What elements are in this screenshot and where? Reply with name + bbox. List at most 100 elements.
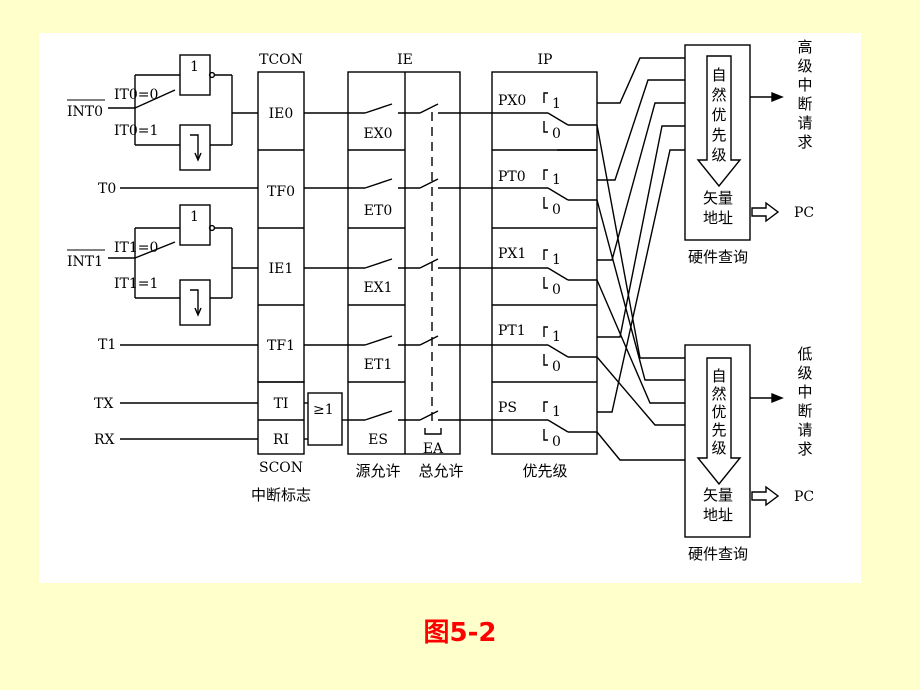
ip-pt1: PT1	[498, 323, 526, 339]
ip-px1: PX1	[498, 246, 526, 262]
falling-edge-arrow-icon	[194, 307, 202, 317]
ip-px1-lo: 0	[552, 282, 561, 298]
ie-es: ES	[368, 432, 388, 448]
high-priority-query: 自 然 优 先 级 矢量 地址 硬件查询 PC 高 级 中 断 请 求	[684, 38, 814, 266]
pc-arrow-icon	[751, 485, 780, 507]
it0-switch	[134, 89, 176, 109]
natural-priority-arrow-icon	[696, 55, 742, 188]
input-t0: T0	[98, 181, 116, 197]
tcon-ie1: IE1	[269, 261, 294, 277]
input-int1: INT1	[67, 254, 103, 270]
ip-px1-hi: 1	[552, 252, 561, 268]
int1-trigger-select: 1 IT1=0 IT1=1	[108, 204, 258, 326]
falling-edge-icon	[190, 289, 199, 313]
tcon-tf1: TF1	[267, 338, 295, 354]
it1-1-label: IT1=1	[114, 276, 158, 292]
ip-pt1-lo: 0	[552, 359, 561, 375]
natural-priority-arrow-icon	[696, 357, 742, 486]
interrupt-system-diagram: TCON IE IP INT0 T0 INT1 T1 TX RX 1	[67, 38, 814, 563]
pc-label: PC	[794, 489, 814, 505]
int0-trigger-select: 1 IT0=0 IT0=1	[108, 54, 258, 171]
arrow-text: 然	[711, 385, 726, 403]
arrow-text: 自	[711, 66, 726, 84]
request-text: 断	[797, 402, 812, 420]
arrow-text: 先	[711, 421, 726, 439]
input-t1: T1	[98, 337, 116, 353]
scon-ri: RI	[273, 432, 289, 448]
interrupt-flags-label: 中断标志	[251, 486, 311, 504]
diagram-panel: TCON IE IP INT0 T0 INT1 T1 TX RX 1	[39, 33, 861, 583]
address-label: 地址	[703, 209, 733, 227]
request-text: 中	[797, 76, 812, 94]
tcon-tf0: TF0	[267, 184, 295, 200]
edge-detector-int1	[179, 279, 211, 326]
request-text: 级	[797, 364, 812, 382]
routing-wires	[596, 57, 685, 461]
request-text: 求	[797, 440, 812, 458]
request-text: 中	[797, 383, 812, 401]
tcon-header: TCON	[259, 52, 303, 68]
not-gate-int1-label: 1	[190, 209, 199, 225]
ip-pt0-lo: 0	[552, 202, 561, 218]
ie-ex1: EX1	[363, 280, 392, 296]
it1-switch	[134, 241, 176, 259]
it1-0-label: IT1=0	[114, 240, 158, 256]
request-text: 断	[797, 95, 812, 113]
pc-arrow-icon	[751, 201, 780, 223]
arrow-text: 优	[711, 403, 726, 421]
ip-pt0: PT0	[498, 169, 526, 185]
request-arrow-icon	[771, 91, 784, 103]
it0-0-label: IT0=0	[114, 87, 158, 103]
request-text: 高	[797, 38, 812, 56]
or-gate-label: ≥1	[313, 402, 334, 418]
request-arrow-icon	[771, 392, 784, 404]
low-priority-query: 自 然 优 先 级 矢量 地址 硬件查询 PC 低 级 中 断 请 求	[684, 344, 814, 563]
ip-register: PX0 PT0 PX1 PT1 PS 1 0 1 0 1 0	[491, 71, 598, 455]
scon-register: TI RI SCON	[257, 381, 305, 476]
input-tx: TX	[94, 396, 113, 412]
or-gate: ≥1	[304, 392, 348, 446]
request-text: 级	[797, 57, 812, 75]
scon-ti: TI	[274, 396, 289, 412]
falling-edge-arrow-icon	[194, 152, 202, 162]
arrow-text: 然	[711, 86, 726, 104]
ie-header: IE	[397, 52, 413, 68]
tcon-register: IE0 TF0 IE1 TF1	[257, 71, 305, 383]
ip-ps-hi: 1	[552, 404, 561, 420]
ip-px0-hi: 1	[552, 96, 561, 112]
ip-pt1-hi: 1	[552, 329, 561, 345]
global-enable-label: 总允许	[418, 462, 463, 480]
not-gate-int1	[179, 204, 211, 246]
request-text: 求	[797, 133, 812, 151]
not-gate-int0-label: 1	[190, 59, 199, 75]
ip-px0-lo: 0	[552, 126, 561, 142]
source-enable-label: 源允许	[355, 462, 400, 480]
it0-1-label: IT0=1	[114, 123, 158, 139]
ie-et0: ET0	[364, 203, 392, 219]
request-text: 请	[797, 114, 812, 132]
scon-header: SCON	[259, 460, 303, 476]
ie-register: EX0 ET0 EX1 ET1 ES EA	[347, 71, 461, 457]
arrow-text: 先	[711, 126, 726, 144]
arrow-text: 优	[711, 106, 726, 124]
hardware-query-label: 硬件查询	[688, 545, 748, 563]
vector-label: 矢量	[703, 189, 733, 207]
ip-pt0-hi: 1	[552, 172, 561, 188]
ea-switch-base	[424, 428, 442, 435]
priority-label: 优先级	[522, 462, 567, 480]
input-rx: RX	[94, 432, 115, 448]
request-text: 低	[797, 345, 812, 363]
ip-header: IP	[538, 52, 553, 68]
ip-ps: PS	[498, 400, 517, 416]
request-text: 请	[797, 421, 812, 439]
ie-ea: EA	[423, 441, 444, 457]
falling-edge-icon	[190, 134, 199, 158]
hardware-query-label: 硬件查询	[688, 248, 748, 266]
ie-ex0: EX0	[363, 126, 392, 142]
ip-px0: PX0	[498, 93, 526, 109]
arrow-text: 级	[711, 439, 726, 457]
edge-detector-int0	[179, 124, 211, 171]
input-int0: INT0	[67, 104, 103, 120]
arrow-text: 自	[711, 367, 726, 385]
